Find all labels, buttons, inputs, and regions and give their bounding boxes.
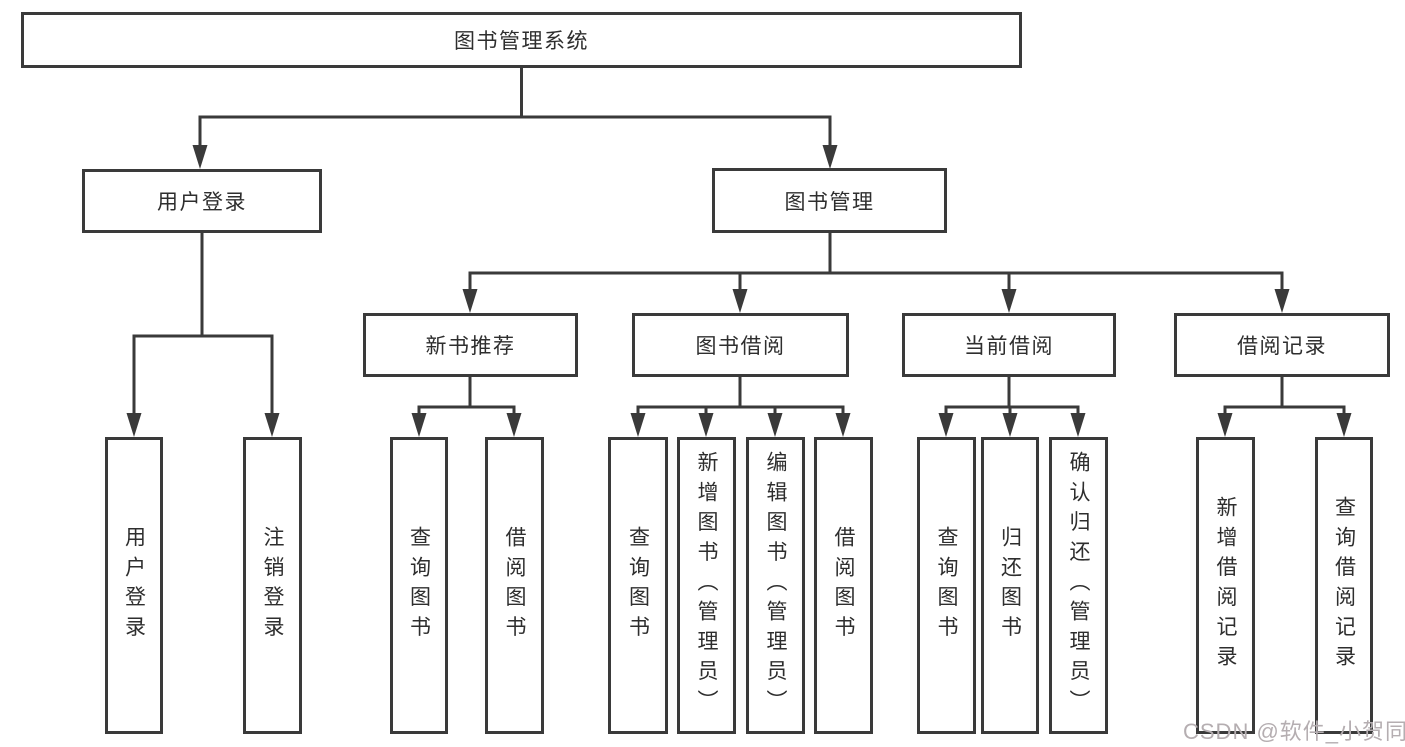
node-label: 查询图书 (935, 525, 958, 646)
node-label: 新增图书（管理员） (695, 451, 718, 720)
node-leaf-borrow-books-recommend: 借阅图书 (485, 437, 544, 734)
node-label: 注销登录 (261, 525, 284, 646)
node-leaf-return-books: 归还图书 (981, 437, 1039, 734)
node-current-borrowing: 当前借阅 (902, 313, 1116, 377)
node-leaf-query-books-recommend: 查询图书 (390, 437, 448, 734)
node-leaf-add-borrow-record: 新增借阅记录 (1196, 437, 1255, 734)
node-label: 借阅图书 (832, 525, 855, 646)
node-label: 查询图书 (626, 525, 650, 646)
node-label: 图书借阅 (695, 335, 786, 358)
node-label: 用户登录 (122, 525, 146, 646)
node-user-login: 用户登录 (82, 169, 322, 233)
node-label: 图书管理 (784, 190, 875, 214)
node-label: 查询图书 (407, 525, 431, 646)
node-book-borrowing: 图书借阅 (632, 313, 849, 377)
node-book-management: 图书管理 (712, 168, 947, 233)
node-leaf-user-login: 用户登录 (105, 437, 163, 734)
node-label: 新书推荐 (425, 335, 516, 358)
node-leaf-add-books-admin: 新增图书（管理员） (677, 437, 736, 734)
node-leaf-query-borrow-record: 查询借阅记录 (1315, 437, 1373, 734)
node-label: 归还图书 (998, 525, 1022, 646)
node-leaf-query-books-borrowing: 查询图书 (608, 437, 668, 734)
node-borrowing-records: 借阅记录 (1174, 313, 1390, 377)
node-label: 图书管理系统 (454, 30, 589, 53)
node-label: 查询借阅记录 (1332, 496, 1356, 675)
node-leaf-borrow-books: 借阅图书 (814, 437, 873, 734)
node-label: 借阅记录 (1237, 335, 1327, 358)
node-label: 确认归还（管理员） (1067, 451, 1090, 720)
csdn-watermark: CSDN @软件_小贺同学 (1183, 719, 1405, 744)
node-library-management-system: 图书管理系统 (21, 12, 1022, 68)
node-new-book-recommendation: 新书推荐 (363, 313, 578, 377)
node-label: 用户登录 (157, 191, 247, 214)
node-label: 新增借阅记录 (1214, 496, 1237, 675)
node-leaf-query-books-current: 查询图书 (917, 437, 976, 734)
node-label: 借阅图书 (503, 525, 526, 646)
node-leaf-edit-books-admin: 编辑图书（管理员） (746, 437, 805, 734)
node-leaf-confirm-return-admin: 确认归还（管理员） (1049, 437, 1108, 734)
node-leaf-logout: 注销登录 (243, 437, 302, 734)
node-label: 当前借阅 (964, 335, 1054, 358)
node-label: 编辑图书（管理员） (764, 451, 787, 720)
